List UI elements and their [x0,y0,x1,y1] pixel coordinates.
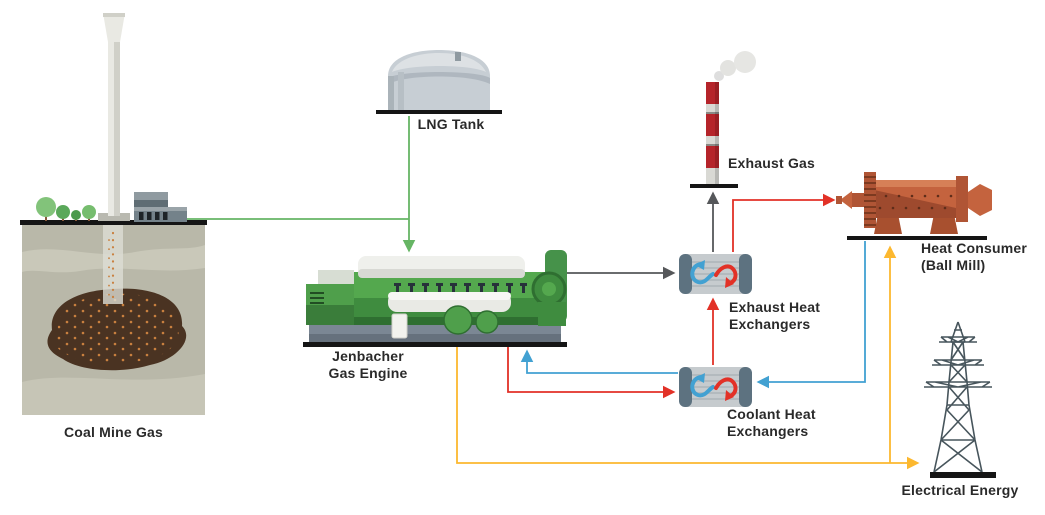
lng-tank-label: LNG Tank [417,116,485,132]
exhaust-hx-label-line2: Exchangers [729,316,811,332]
coolant-heat-exchanger-illustration [677,365,754,409]
mill-rivets [878,194,953,210]
gas-engine-label-line1: Jenbacher [332,348,404,364]
engine-valves [394,283,527,293]
coal-mine-label: Coal Mine Gas [63,424,164,440]
ball-mill-illustration [836,172,992,240]
flow-arrows [186,116,920,470]
trees [36,197,96,221]
coolant-hx-label-line2: Exchangers [727,423,809,439]
heat-consumer-label-line1: Heat Consumer [921,240,1028,256]
gas-engine-illustration [303,250,567,347]
exhaust-heat-exchanger-illustration [677,252,754,296]
flow-engine-to-tower [456,346,920,470]
exhaust-hx-label: Exhaust Heat Exchangers [729,299,820,333]
exhaust-gas-label: Exhaust Gas [728,155,816,171]
flow-mill-to-coolant-hx [756,241,866,389]
exhaust-chimney-illustration [690,51,756,188]
mine-stack [98,13,130,221]
mine-building [134,192,187,222]
heat-consumer-label-line2: (Ball Mill) [921,257,986,273]
gas-engine-label: Jenbacher Gas Engine [303,348,433,382]
flow-exhaust-hx-to-mill [732,193,836,252]
exhaust-hx-label-line1: Exhaust Heat [729,299,821,315]
coal-mine-illustration [20,13,207,415]
coolant-hx-label: Coolant Heat Exchangers [727,406,816,440]
lng-tank-illustration [376,50,502,114]
flow-coolant-hx-to-engine [520,349,678,374]
coolant-hx-label-line1: Coolant Heat [727,406,816,422]
heat-consumer-label: Heat Consumer (Ball Mill) [921,240,1027,274]
transmission-tower-illustration [924,321,996,478]
electrical-energy-label: Electrical Energy [901,482,1019,498]
gas-engine-label-line2: Gas Engine [328,365,408,381]
flow-engine-to-coolant-hx [507,346,676,399]
